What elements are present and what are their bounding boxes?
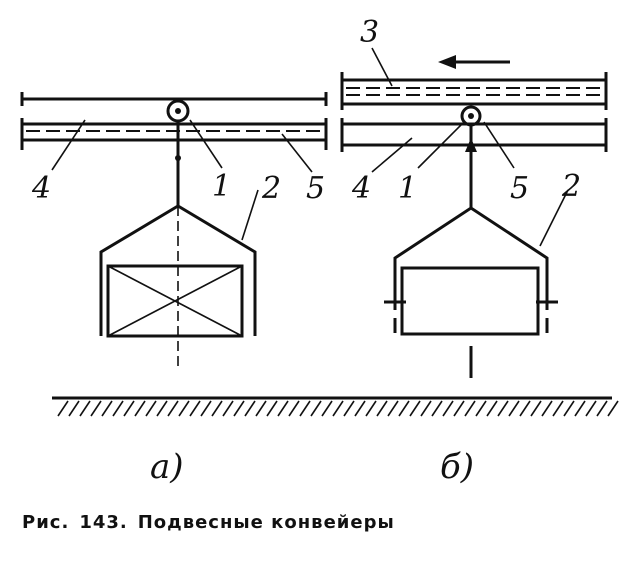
variant-b-callout-3: 3 [360, 15, 379, 50]
hatch-mark [90, 400, 102, 417]
hatch-mark [508, 400, 520, 417]
hatch-mark [596, 400, 608, 417]
hatch-mark [145, 400, 157, 417]
hatch-mark [607, 400, 619, 417]
hatch-mark [585, 400, 597, 417]
variant-b-callout-4: 4 [351, 171, 371, 206]
hatch-mark [266, 400, 278, 417]
hatch-mark [79, 400, 91, 417]
hatch-mark [486, 400, 498, 417]
hatch-mark [343, 400, 355, 417]
hatch-mark [288, 400, 300, 417]
variant-a-callout-5: 5 [306, 171, 325, 206]
floor [52, 396, 619, 417]
hatch-mark [442, 400, 454, 417]
variant-b-callout-5: 5 [510, 171, 529, 206]
hatch-mark [365, 400, 377, 417]
hatch-mark [123, 400, 135, 417]
variant-b-rails [340, 72, 608, 152]
hatch-mark [233, 400, 245, 417]
variant-b-leaders [371, 47, 569, 247]
variant-a-callout-2: 2 [261, 171, 281, 206]
hatch-mark [530, 400, 542, 417]
figure-caption: Рис. 143. Подвесные конвейеры [22, 512, 405, 533]
hatch-mark [387, 400, 399, 417]
hatch-mark [277, 400, 289, 417]
figure-title: Подвесные конвейеры [137, 512, 395, 533]
hatch-mark [321, 400, 333, 417]
hatch-mark [376, 400, 388, 417]
hatch-mark [497, 400, 509, 417]
hatch-mark [453, 400, 465, 417]
hatch-mark [332, 400, 344, 417]
hatch-mark [189, 400, 201, 417]
hatch-mark [134, 400, 146, 417]
hatch-mark [200, 400, 212, 417]
figure-number: 143. [79, 512, 128, 533]
hatch-mark [167, 400, 179, 417]
hatch-mark [541, 400, 553, 417]
hatch-mark [563, 400, 575, 417]
hatch-mark [156, 400, 168, 417]
variant-a-callout-4: 4 [31, 171, 51, 206]
hatch-mark [409, 400, 421, 417]
variant-a-hanger [175, 121, 181, 206]
hatch-mark [475, 400, 487, 417]
variant-a-leaders [51, 119, 313, 241]
variant-a-callout-1: 1 [212, 169, 231, 204]
hatch-mark [519, 400, 531, 417]
variant-b-hanger [465, 125, 477, 208]
hatch-mark [255, 400, 267, 417]
variant-b-diagram: 3 4 1 5 2 [340, 15, 608, 378]
floor-hatching [57, 400, 619, 417]
hatch-mark [431, 400, 443, 417]
variant-a-carrier-frame [99, 204, 257, 370]
hatch-mark [178, 400, 190, 417]
hatch-mark [398, 400, 410, 417]
hatch-mark [464, 400, 476, 417]
hatch-mark [112, 400, 124, 417]
hatch-mark [101, 400, 113, 417]
variant-b-sublabel: б) [440, 447, 474, 487]
hatch-mark [244, 400, 256, 417]
variant-b-callout-1: 1 [398, 171, 417, 206]
hatch-mark [420, 400, 432, 417]
hatch-mark [310, 400, 322, 417]
direction-arrow [438, 55, 510, 69]
hatch-mark [574, 400, 586, 417]
variant-b-trolley-wheel [460, 105, 482, 127]
variant-b-carrier-frame [384, 206, 558, 378]
hatch-mark [211, 400, 223, 417]
hatch-mark [354, 400, 366, 417]
variant-a-sublabel: а) [150, 447, 184, 487]
hatch-mark [68, 400, 80, 417]
hatch-mark [299, 400, 311, 417]
hatch-mark [57, 400, 69, 417]
variant-b-callout-2: 2 [561, 169, 581, 204]
hatch-mark [222, 400, 234, 417]
variant-a-diagram: 4 1 2 5 [20, 92, 328, 370]
hatch-mark [552, 400, 564, 417]
figure-label: Рис. [22, 512, 70, 533]
variant-a-trolley-wheel [166, 99, 190, 123]
